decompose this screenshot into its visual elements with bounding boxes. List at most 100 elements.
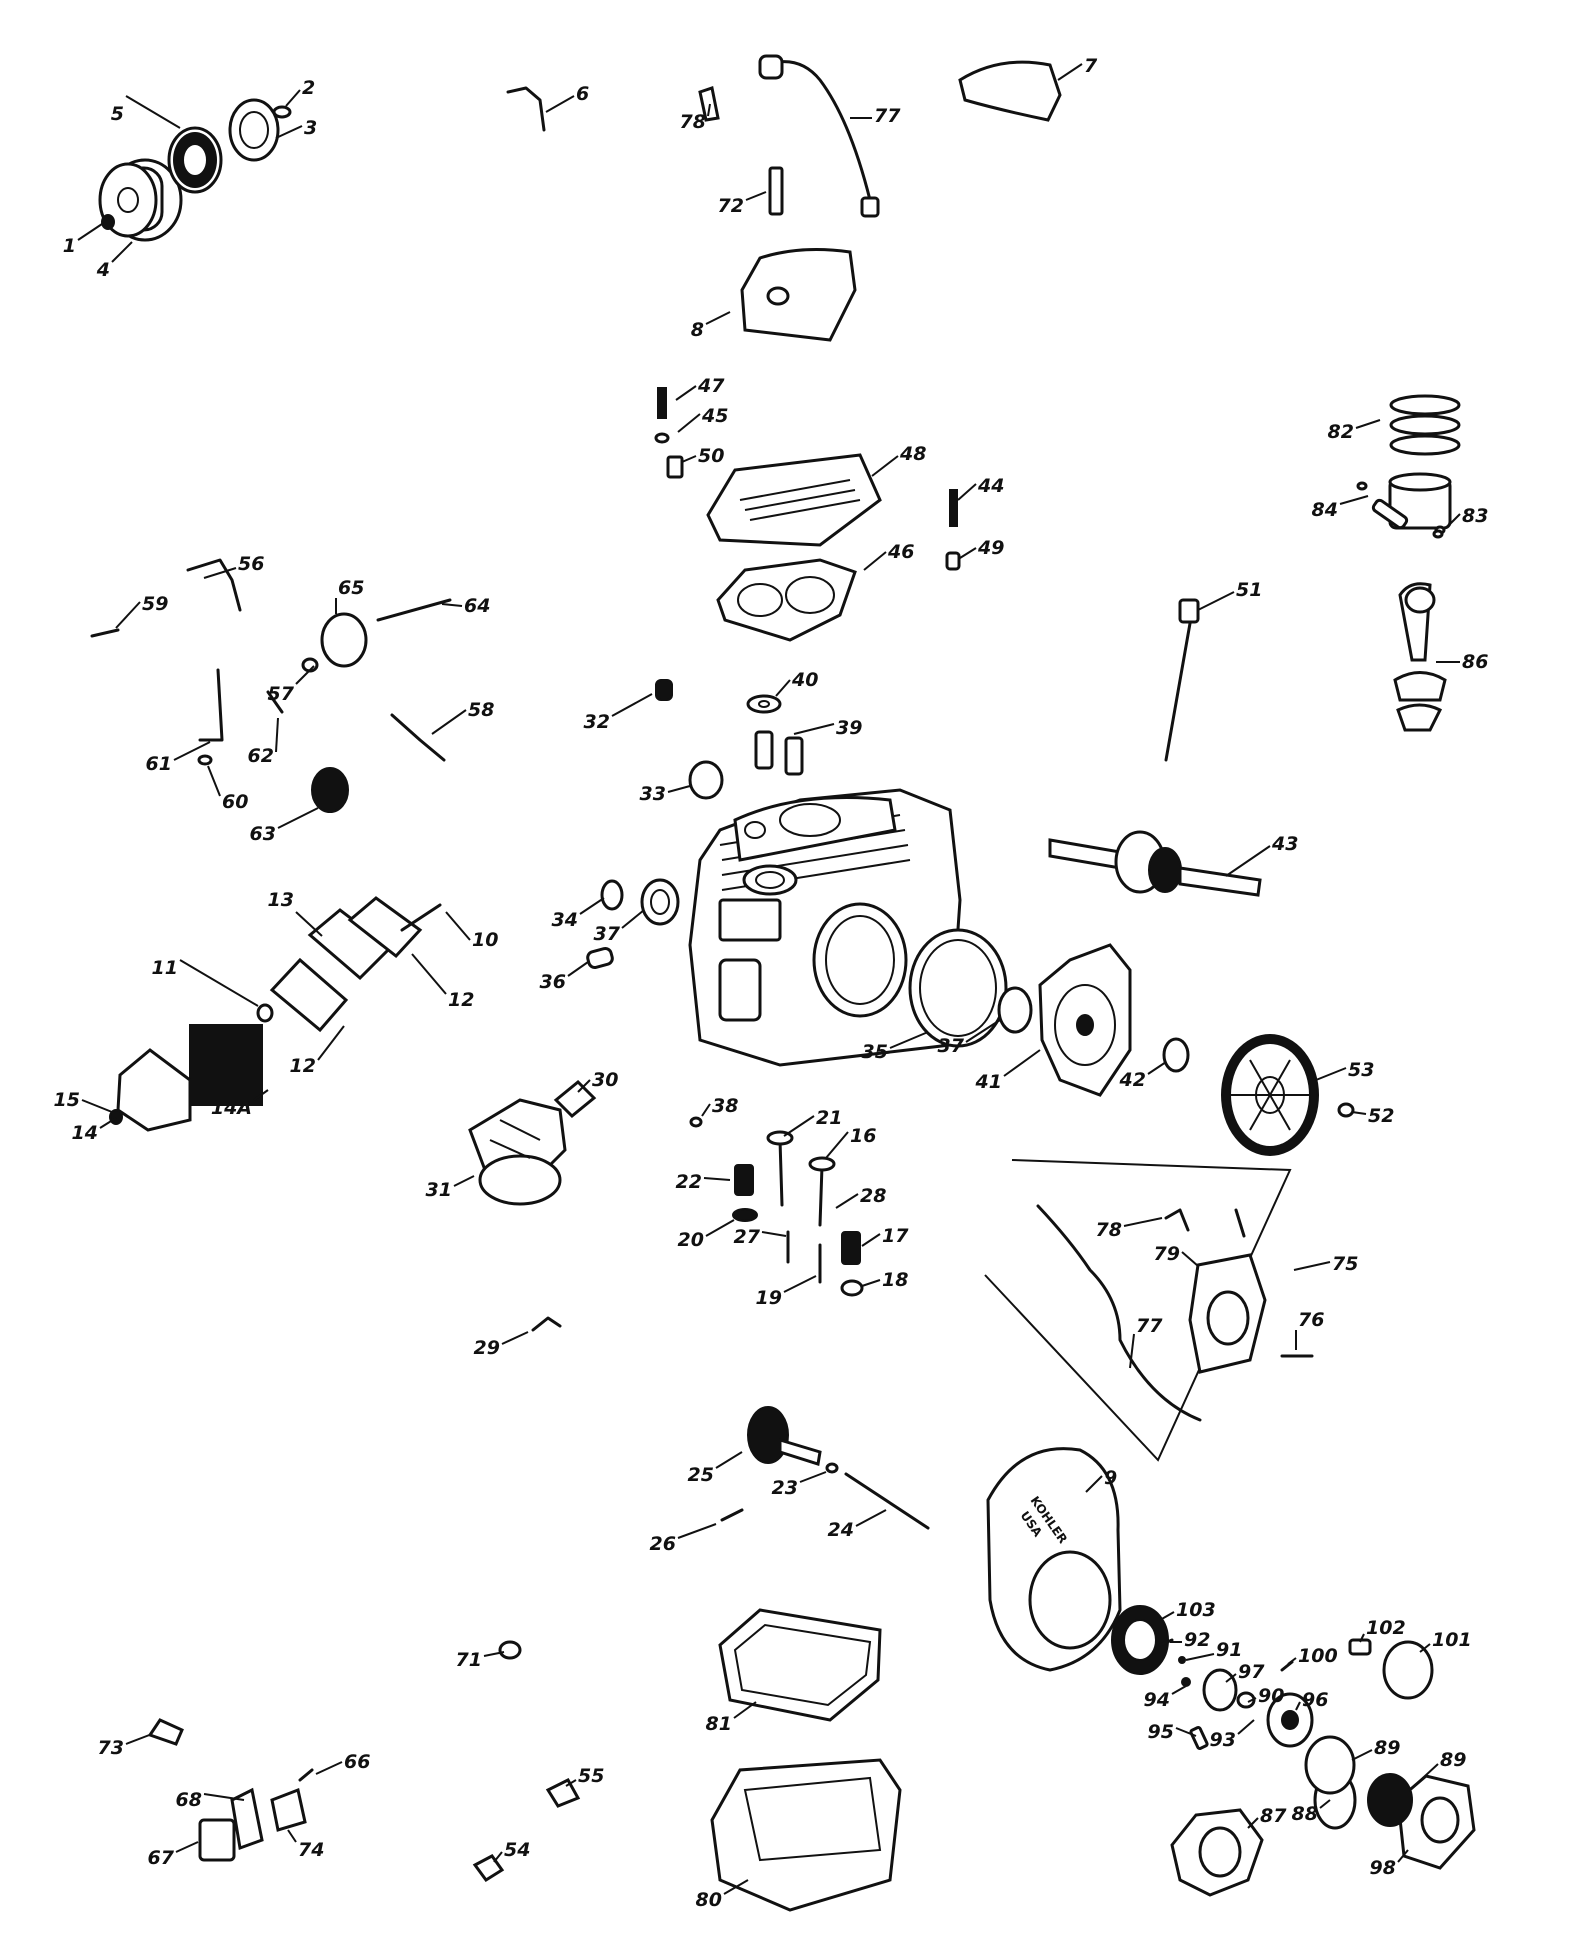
part-label-98: 98 <box>1370 1857 1396 1879</box>
part-label-102: 102 <box>1366 1617 1406 1639</box>
flywheel-53 <box>1221 1034 1319 1156</box>
leader-line-75 <box>1293 1261 1331 1271</box>
leader-line-38 <box>701 1103 711 1117</box>
part-label-65: 65 <box>338 577 364 599</box>
leader-line-31 <box>453 1175 475 1187</box>
leader-line-50 <box>681 455 697 463</box>
part-11 <box>256 1003 274 1023</box>
part-label-8: 8 <box>691 319 704 341</box>
part-label-30: 30 <box>592 1069 618 1091</box>
ring-101 <box>1382 1640 1434 1700</box>
leader-line-103 <box>1159 1611 1175 1621</box>
part-label-78: 78 <box>680 111 706 133</box>
part-label-77: 77 <box>1136 1315 1163 1337</box>
part-label-87: 87 <box>1260 1805 1287 1827</box>
spring-89b <box>1367 1773 1413 1827</box>
part-label-18: 18 <box>882 1269 908 1291</box>
part-label-6: 6 <box>576 83 589 105</box>
shaft-64 <box>376 598 452 622</box>
part-label-7: 7 <box>1084 55 1098 77</box>
leader-line-79 <box>1181 1251 1199 1267</box>
part-label-63: 63 <box>250 823 276 845</box>
part-label-15: 15 <box>54 1089 80 1111</box>
leader-line-64 <box>441 603 463 607</box>
carburetor-31 <box>468 1098 567 1206</box>
part-label-79: 79 <box>1154 1243 1180 1265</box>
part-label-11: 11 <box>152 957 178 979</box>
lever-58 <box>390 713 446 762</box>
part-label-49: 49 <box>977 537 1004 559</box>
leader-line-94 <box>1171 1685 1187 1695</box>
leader-line-56 <box>203 567 237 579</box>
leader-line-26 <box>677 1523 717 1539</box>
leader-line-89 <box>1411 1763 1439 1789</box>
part-label-73: 73 <box>98 1737 124 1759</box>
oil-pan-80 <box>710 1758 902 1912</box>
valve-16 <box>818 1164 824 1227</box>
part-label-44: 44 <box>977 475 1004 497</box>
dipstick-51 <box>1164 610 1194 762</box>
gasket-12a <box>269 957 349 1033</box>
part-label-1: 1 <box>63 235 76 257</box>
part-label-12: 12 <box>448 989 474 1011</box>
leader-line-91 <box>1185 1653 1215 1661</box>
part-labels: 12345678910111212131414A1516171819202122… <box>54 55 1489 1911</box>
fitting-29 <box>531 1316 562 1332</box>
part-label-75: 75 <box>1332 1253 1358 1275</box>
part-label-46: 46 <box>887 541 914 563</box>
seal-37b <box>997 986 1033 1034</box>
part-label-41: 41 <box>975 1071 1002 1093</box>
leader-line-24 <box>855 1509 887 1527</box>
guide-39a <box>754 730 774 770</box>
leader-line-43 <box>1225 845 1271 877</box>
leader-line-83 <box>1445 513 1461 529</box>
leader-line-63 <box>277 807 319 829</box>
part-label-26: 26 <box>650 1533 676 1555</box>
part-label-5: 5 <box>111 103 124 125</box>
part-label-50: 50 <box>698 445 724 467</box>
lever-61 <box>198 668 224 742</box>
part-label-21: 21 <box>816 1107 842 1129</box>
leader-line-33 <box>667 785 691 793</box>
leader-line-10 <box>445 911 471 941</box>
leader-line-39 <box>793 723 835 735</box>
part-label-88: 88 <box>1292 1803 1318 1825</box>
part-label-64: 64 <box>464 595 490 617</box>
leader-line-80 <box>723 1879 749 1895</box>
part-label-72: 72 <box>718 195 744 217</box>
cylinder-head-48 <box>654 387 882 547</box>
part-label-53: 53 <box>1348 1059 1374 1081</box>
leader-line-66 <box>315 1761 343 1775</box>
part-label-77: 77 <box>874 105 901 127</box>
gasket-30 <box>553 1079 597 1119</box>
part-label-37: 37 <box>938 1035 965 1057</box>
part-label-101: 101 <box>1432 1629 1472 1651</box>
leader-line-41 <box>1003 1049 1041 1077</box>
leader-line-44 <box>957 483 977 501</box>
leader-line-23 <box>799 1471 827 1483</box>
leader-line-49 <box>959 547 977 559</box>
leader-line-47 <box>675 385 697 401</box>
part-95 <box>1189 1725 1209 1751</box>
leader-line-74 <box>287 1829 297 1843</box>
spring-22 <box>734 1164 754 1196</box>
seal-34 <box>600 879 624 911</box>
part-66 <box>298 1768 314 1782</box>
part-label-20: 20 <box>678 1229 704 1251</box>
part-label-90: 90 <box>1258 1685 1284 1707</box>
part-label-43: 43 <box>1271 833 1298 855</box>
part-label-34: 34 <box>552 909 578 931</box>
part-label-83: 83 <box>1462 505 1488 527</box>
stud-10 <box>400 903 442 932</box>
part-label-48: 48 <box>899 443 926 465</box>
leader-line-78 <box>1123 1217 1163 1227</box>
part-label-92: 92 <box>1184 1629 1210 1651</box>
cam-gear-25 <box>747 1406 789 1464</box>
part-label-12: 12 <box>290 1055 316 1077</box>
gear-63 <box>311 767 349 813</box>
part-label-82: 82 <box>1328 421 1354 443</box>
leader-line-22 <box>703 1177 731 1181</box>
part-label-59: 59 <box>142 593 168 615</box>
part-label-57: 57 <box>268 683 295 705</box>
part-label-91: 91 <box>1216 1639 1242 1661</box>
